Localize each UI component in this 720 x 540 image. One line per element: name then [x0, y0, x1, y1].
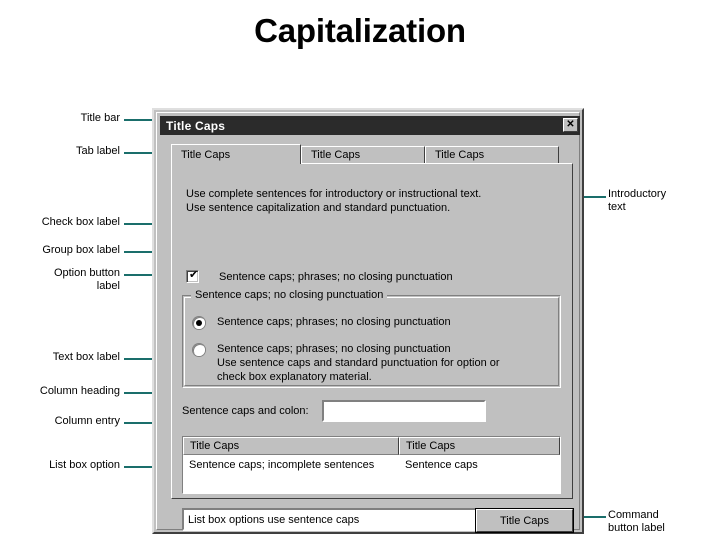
- callout-label-tab-label: Tab label: [75, 145, 120, 157]
- callout-label-column-heading: Column heading: [39, 385, 120, 397]
- title-bar-text: Title Caps: [166, 118, 226, 133]
- group-box: Sentence caps; no closing punctuation Se…: [182, 289, 561, 388]
- group-box-label: Sentence caps; no closing punctuation: [191, 289, 388, 301]
- close-icon[interactable]: ✕: [563, 118, 578, 132]
- tab-3[interactable]: Title Caps: [425, 146, 559, 164]
- callout-line-group-box: [124, 251, 175, 253]
- callout-label-list-box: List box option: [49, 459, 120, 471]
- dialog-window: Title Caps ✕ Title Caps Title Caps Title…: [152, 108, 584, 534]
- list-view-row[interactable]: Sentence caps; incomplete sentences Sent…: [183, 455, 560, 471]
- list-box-option-text: List box options use sentence caps: [188, 513, 360, 526]
- column-heading-1[interactable]: Title Caps: [183, 437, 399, 455]
- tab-2[interactable]: Title Caps: [301, 146, 425, 164]
- option-button-row-2[interactable]: Sentence caps; phrases; no closing punct…: [193, 342, 500, 384]
- check-box-label: Sentence caps; phrases; no closing punct…: [219, 270, 453, 283]
- option-button-1[interactable]: [193, 317, 205, 329]
- option-button-2[interactable]: [193, 344, 205, 356]
- column-entry-1: Sentence caps; incomplete sentences: [189, 459, 375, 471]
- option-button-row-1[interactable]: Sentence caps; phrases; no closing punct…: [193, 315, 451, 329]
- column-header-row: Title Caps Title Caps: [183, 437, 560, 455]
- callout-line-command-button: [564, 516, 606, 518]
- callout-label-option-button: Option button label: [53, 267, 120, 292]
- callout-label-check-box: Check box label: [41, 216, 120, 228]
- callout-label-command-button: Command button label: [608, 509, 665, 534]
- column-entry-2: Sentence caps: [405, 459, 478, 471]
- tab-strip: Title Caps Title Caps Title Caps: [171, 144, 573, 164]
- text-box-row: Sentence caps and colon:: [182, 400, 486, 422]
- callout-label-text-box: Text box label: [52, 351, 120, 363]
- callout-label-intro-text: Introductory text: [608, 188, 667, 213]
- check-mark-icon: ✔: [189, 269, 199, 281]
- list-view[interactable]: Title Caps Title Caps Sentence caps; inc…: [182, 436, 561, 494]
- callout-label-column-entry: Column entry: [54, 415, 120, 427]
- tab-1[interactable]: Title Caps: [171, 144, 301, 164]
- tab-page: Use complete sentences for introductory …: [171, 163, 573, 531]
- option-button-label-2: Sentence caps; phrases; no closing punct…: [217, 343, 500, 383]
- column-heading-2[interactable]: Title Caps: [399, 437, 560, 455]
- option-button-label-1: Sentence caps; phrases; no closing punct…: [217, 316, 451, 328]
- title-bar[interactable]: Title Caps ✕: [160, 116, 580, 135]
- text-box-input[interactable]: [321, 400, 486, 422]
- command-button[interactable]: Title Caps: [475, 508, 574, 533]
- callout-line-tab-label: [124, 152, 176, 154]
- text-box-label: Sentence caps and colon:: [182, 405, 309, 417]
- dialog-client-area: Title Caps ✕ Title Caps Title Caps Title…: [156, 112, 580, 533]
- introductory-text: Use complete sentences for introductory …: [186, 188, 482, 214]
- callout-line-title-bar: [124, 119, 164, 121]
- check-box-row[interactable]: ✔ Sentence caps; phrases; no closing pun…: [186, 269, 453, 283]
- page-title: Capitalization: [254, 12, 466, 49]
- callout-label-title-bar: Title bar: [80, 112, 120, 124]
- check-box[interactable]: ✔: [186, 269, 199, 283]
- callout-label-group-box: Group box label: [42, 244, 120, 256]
